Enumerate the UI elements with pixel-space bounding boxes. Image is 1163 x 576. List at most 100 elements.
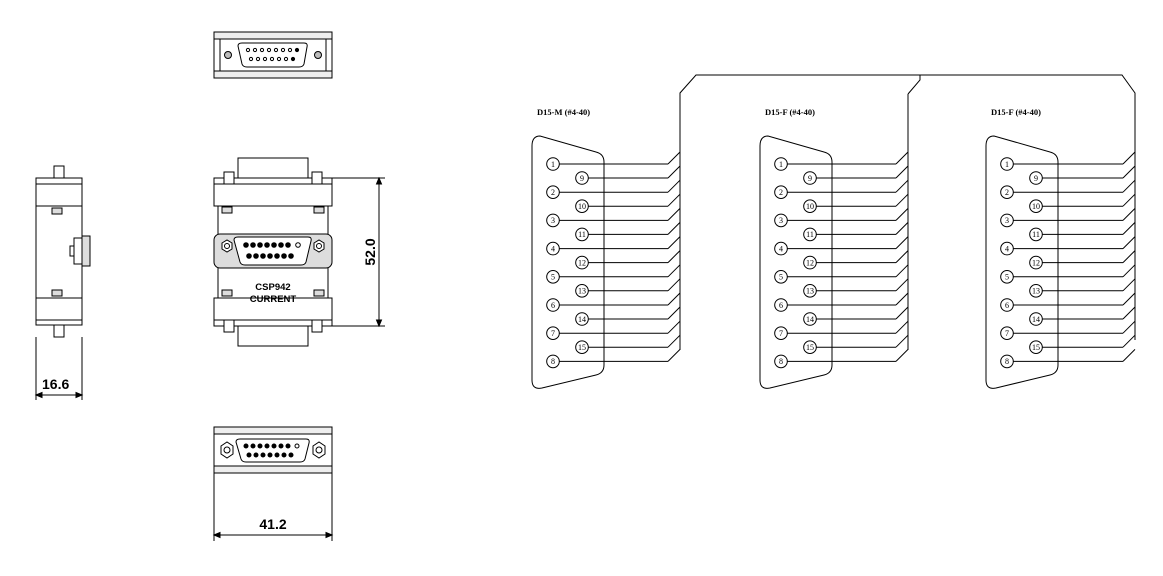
pin-4: 4	[1000, 236, 1136, 256]
pin-6: 6	[546, 292, 681, 312]
pin-label: 12	[578, 258, 586, 267]
pin-14: 14	[803, 306, 909, 326]
connector-shell	[985, 135, 1059, 389]
pin-label: 3	[551, 216, 555, 225]
pin-11: 11	[575, 222, 681, 242]
pin-label: 13	[578, 287, 586, 296]
pin-6: 6	[774, 292, 909, 312]
pin-wire-bend	[1122, 208, 1136, 221]
pin-6: 6	[1000, 292, 1136, 312]
pin-circle	[1029, 171, 1043, 185]
pin-label: 9	[1034, 174, 1038, 183]
pin-wire-bend	[667, 320, 681, 334]
pin-label: 15	[578, 343, 586, 352]
pin-circle	[1029, 284, 1043, 298]
pin-11: 11	[1029, 222, 1136, 242]
pin-wire-bend	[895, 292, 909, 306]
pin-label: 11	[806, 230, 814, 239]
pin-1: 1	[546, 151, 681, 171]
pin-label: 8	[779, 357, 783, 366]
pin-label: 14	[1032, 315, 1040, 324]
pin-label: 2	[551, 188, 555, 197]
product-label-line2: CURRENT	[250, 294, 297, 305]
pin-1: 1	[1000, 151, 1136, 171]
pin-wire-bend	[667, 165, 681, 179]
pin-11: 11	[803, 222, 909, 242]
pin-label: 10	[578, 202, 586, 211]
pin-label: 8	[551, 357, 555, 366]
length-dimension: 41.2	[259, 516, 286, 532]
connector-title-2: D15-F (#4-40)	[765, 107, 815, 117]
pin-label: 6	[551, 301, 555, 310]
pin-label: 15	[806, 343, 814, 352]
pin-wire-bend	[667, 349, 681, 362]
pin-10: 10	[575, 193, 681, 213]
pin-wire-bend	[667, 193, 681, 207]
pin-label: 13	[806, 287, 814, 296]
pin-wire-bend	[667, 306, 681, 320]
connector-title-3: D15-F (#4-40)	[991, 107, 1041, 117]
pin-wire-bend	[895, 165, 909, 179]
pin-wire-bend	[895, 334, 909, 348]
pin-label: 3	[779, 216, 783, 225]
side-view	[34, 165, 91, 400]
pin-label: 14	[578, 315, 586, 324]
pin-label: 4	[1005, 244, 1009, 253]
pin-13: 13	[1029, 278, 1136, 298]
pin-7: 7	[546, 320, 681, 341]
top-view-pins	[245, 47, 300, 62]
pin-wire-bend	[1122, 278, 1136, 292]
pin-label: 8	[1005, 357, 1009, 366]
pin-4: 4	[774, 236, 909, 256]
pin-3: 3	[546, 208, 681, 228]
pin-wire-bend	[1122, 334, 1136, 348]
pin-12: 12	[803, 250, 909, 270]
connector-title-1: D15-M (#4-40)	[537, 107, 590, 117]
pin-wire-bend	[895, 320, 909, 334]
pin-wire-bend	[1122, 320, 1136, 334]
pin-label: 5	[779, 273, 783, 282]
pin-label: 4	[779, 244, 783, 253]
pin-label: 5	[1005, 273, 1009, 282]
pin-label: 15	[1032, 343, 1040, 352]
pin-label: 7	[551, 329, 555, 338]
pin-8: 8	[546, 349, 681, 369]
pin-wire-bend	[1122, 292, 1136, 306]
pin-label: 12	[1032, 258, 1040, 267]
pin-wire-bend	[667, 264, 681, 278]
pin-wire-bend	[1122, 179, 1136, 193]
pin-3: 3	[774, 208, 909, 228]
bus-lines	[679, 74, 1136, 350]
pin-label: 3	[1005, 216, 1009, 225]
pin-8: 8	[1000, 349, 1136, 369]
pin-label: 10	[806, 202, 814, 211]
connector-shell	[531, 135, 605, 389]
pin-10: 10	[1029, 193, 1136, 213]
pin-15: 15	[575, 334, 681, 355]
pin-3: 3	[1000, 208, 1136, 228]
pin-label: 6	[779, 301, 783, 310]
pin-label: 9	[580, 174, 584, 183]
pin-2: 2	[1000, 179, 1136, 199]
pin-14: 14	[1029, 306, 1136, 326]
pin-wire-bend	[895, 151, 909, 165]
pin-wire-bend	[1122, 264, 1136, 278]
pin-label: 1	[779, 160, 783, 169]
pin-circle	[1029, 340, 1043, 355]
pin-label: 13	[1032, 287, 1040, 296]
pin-circle	[1029, 199, 1043, 213]
pin-15: 15	[1029, 334, 1136, 355]
pin-label: 1	[1005, 160, 1009, 169]
pin-wire-bend	[667, 236, 681, 249]
pin-wire-bend	[667, 222, 681, 235]
pin-12: 12	[575, 250, 681, 270]
pin-wire-bend	[667, 278, 681, 292]
pin-wire-bend	[1122, 306, 1136, 320]
pin-13: 13	[575, 278, 681, 298]
pin-circle	[1029, 255, 1043, 270]
pin-5: 5	[774, 264, 909, 284]
pin-8: 8	[774, 349, 909, 369]
